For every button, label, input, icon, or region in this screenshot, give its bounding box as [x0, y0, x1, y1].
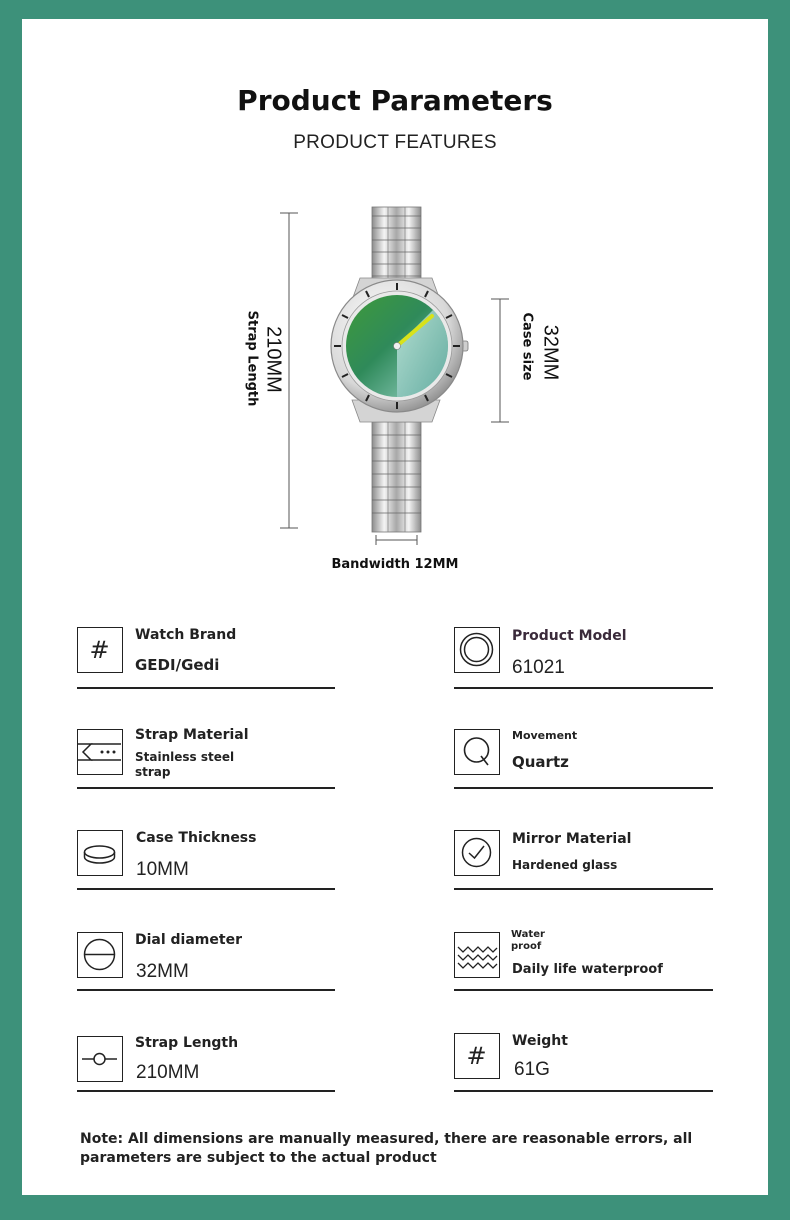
bandwidth-label: Bandwidth 12MM [331, 557, 459, 572]
strap-material-value-line1: Stainless steel [135, 750, 235, 764]
weight-value: 61G [514, 1059, 550, 1080]
water-proof-label-line2: proof [511, 941, 542, 952]
svg-text:#: # [89, 636, 109, 664]
circle-rings-icon [454, 627, 500, 673]
case-size-label: Case size [519, 312, 535, 381]
strap-bottom [371, 409, 422, 533]
case-thickness-icon [77, 830, 123, 876]
bandwidth-dimension [375, 535, 418, 545]
svg-text:#: # [466, 1042, 486, 1070]
waves-icon [454, 932, 500, 978]
strap-length-label: Strap Length [244, 310, 260, 407]
strap-length-param-label: Strap Length [135, 1035, 239, 1051]
case-size-value: 32MM [539, 324, 562, 381]
page-title: Product Parameters [237, 84, 553, 117]
strap-material-label: Strap Material [135, 727, 249, 743]
case-thickness-label: Case Thickness [136, 830, 257, 846]
strap-length-icon [77, 1036, 123, 1082]
product-model-value: 61021 [512, 657, 565, 678]
dial-diameter-label: Dial diameter [135, 932, 242, 948]
watch-brand-label: Watch Brand [135, 627, 237, 643]
weight-label: Weight [512, 1033, 568, 1049]
footer-note-line1: Note: All dimensions are manually measur… [80, 1131, 693, 1147]
dial-diameter-icon [77, 932, 123, 978]
dial-diameter-value: 32MM [136, 961, 189, 982]
water-proof-label-line1: Water [511, 929, 545, 940]
footer-note-line2: parameters are subject to the actual pro… [80, 1150, 437, 1166]
watch-brand-value: GEDI/Gedi [135, 656, 220, 674]
bezel-markers [334, 283, 460, 409]
mirror-material-value: Hardened glass [512, 858, 618, 872]
case-thickness-value: 10MM [136, 859, 189, 880]
page-subtitle: PRODUCT FEATURES [293, 132, 497, 153]
check-circle-icon [454, 830, 500, 876]
divider [454, 888, 713, 890]
divider [77, 888, 335, 890]
watch-diagram [280, 206, 509, 545]
divider [77, 687, 335, 689]
strap-length-dimension [280, 212, 298, 529]
water-proof-value: Daily life waterproof [512, 962, 663, 977]
strap-top [371, 206, 422, 288]
hash-icon: # [77, 627, 123, 673]
divider [454, 687, 713, 689]
strap-material-value-line2: strap [135, 765, 171, 779]
divider [454, 989, 713, 991]
mirror-material-label: Mirror Material [512, 831, 632, 847]
footer-note: Note: All dimensions are manually measur… [80, 1130, 710, 1168]
watch-hand [395, 314, 434, 348]
divider [454, 1090, 713, 1092]
divider [77, 787, 335, 789]
movement-q-icon [454, 729, 500, 775]
product-model-label: Product Model [512, 628, 627, 644]
strap-length-value: 210MM [262, 326, 285, 393]
movement-label: Movement [512, 729, 578, 742]
strap-length-param-value: 210MM [136, 1062, 200, 1083]
strap-icon [77, 729, 123, 775]
case-size-dimension [491, 298, 509, 423]
divider [77, 989, 335, 991]
hash-icon: # [454, 1033, 500, 1079]
divider [77, 1090, 335, 1092]
divider [454, 787, 713, 789]
movement-value: Quartz [512, 753, 569, 771]
